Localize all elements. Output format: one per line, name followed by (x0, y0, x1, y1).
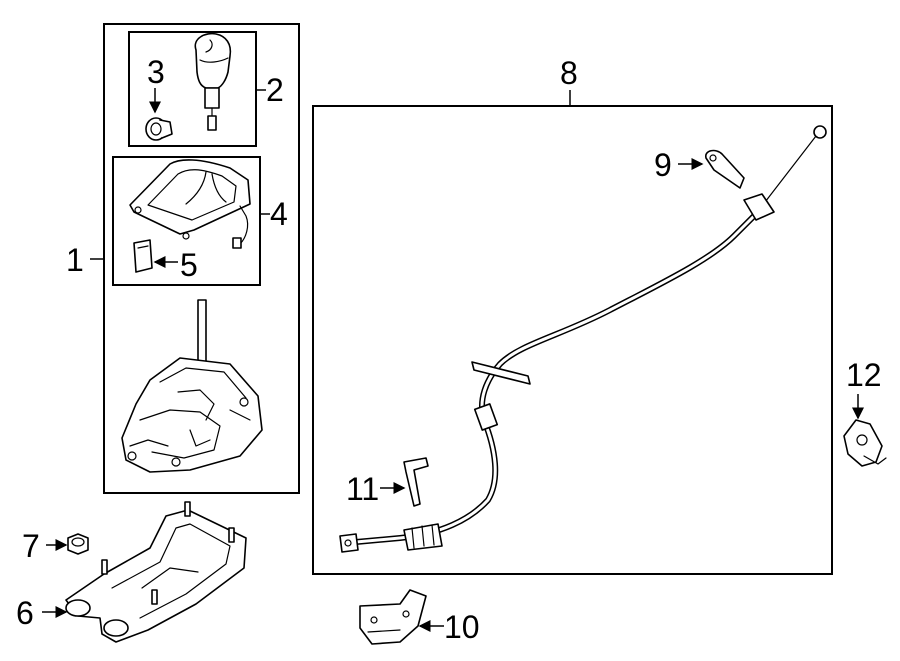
cable-box (312, 105, 833, 575)
cable-retainer-12 (843, 419, 887, 467)
callout-2: 2 (266, 72, 284, 108)
cable-bracket-9 (705, 149, 745, 189)
callout-4: 4 (270, 196, 288, 232)
shift-cable (339, 125, 827, 553)
callout-1: 1 (66, 242, 84, 278)
callout-8: 8 (560, 55, 578, 91)
callout-12: 12 (846, 357, 882, 393)
callout-11: 11 (346, 471, 379, 507)
knob-box (128, 31, 257, 147)
bezel-clip (133, 239, 153, 273)
cable-bracket-10 (359, 589, 427, 645)
bezel-box (112, 156, 261, 286)
cable-clip-11 (403, 457, 429, 507)
callout-6: 6 (16, 595, 34, 631)
callout-5: 5 (180, 247, 198, 283)
shifter-base (65, 501, 247, 643)
shift-knob (194, 32, 232, 131)
callout-9: 9 (654, 147, 672, 183)
hex-nut (67, 533, 89, 555)
shifter-mechanism (121, 299, 263, 473)
callout-7: 7 (22, 528, 40, 564)
callout-10: 10 (444, 609, 480, 645)
shift-button (145, 117, 173, 141)
callout-3: 3 (147, 54, 165, 90)
shift-bezel (129, 159, 251, 249)
